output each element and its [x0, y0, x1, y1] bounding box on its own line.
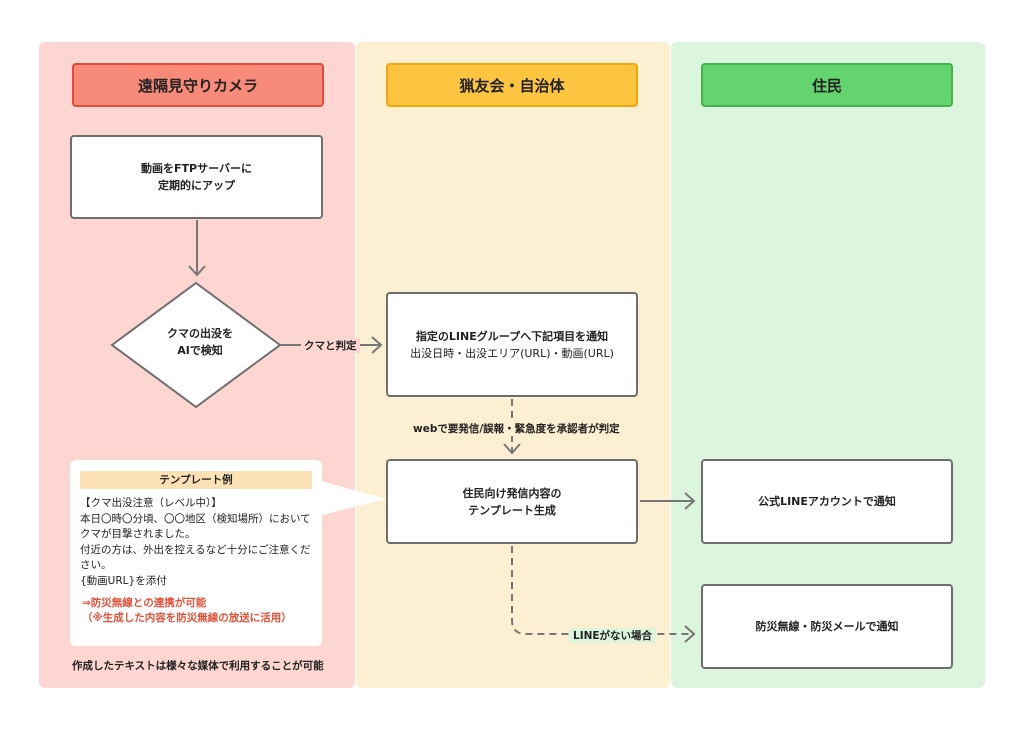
- template-note-line2: （※生成した内容を防災無線の放送に活用）: [82, 612, 292, 624]
- node-detect-label: クマの出没を AIで検知: [150, 325, 250, 359]
- template-example-body: 【クマ出没注意（レベル中）】 本日〇時〇分頃、〇〇地区（検知場所）において クマ…: [80, 496, 312, 589]
- template-example-callout: テンプレート例 【クマ出没注意（レベル中）】 本日〇時〇分頃、〇〇地区（検知場所…: [70, 460, 322, 646]
- footnote: 作成したテキストは様々な媒体で利用することが可能: [72, 660, 324, 672]
- lane-title-residents: 住民: [811, 76, 842, 95]
- node-detect-line1: クマの出没を: [167, 327, 233, 340]
- node-bousai: 防災無線・防災メールで通知: [701, 584, 953, 669]
- node-line-account: 公式LINEアカウントで通知: [701, 459, 953, 544]
- edge-label-judge: クマと判定: [301, 338, 360, 353]
- template-line: クマが目撃されました。: [80, 528, 196, 540]
- lane-header-residents: 住民: [701, 63, 953, 107]
- template-line: 【クマ出没注意（レベル中）】: [80, 497, 222, 509]
- node-upload-line1: 動画をFTPサーバーに: [141, 162, 252, 175]
- node-notify: 指定のLINEグループへ下記項目を通知 出没日時・出没エリア(URL)・動画(U…: [386, 292, 638, 397]
- lane-header-camera: 遠隔見守りカメラ: [72, 63, 324, 107]
- node-bousai-label: 防災無線・防災メールで通知: [755, 620, 899, 633]
- lane-title-council: 猟友会・自治体: [459, 76, 565, 95]
- lane-title-camera: 遠隔見守りカメラ: [137, 76, 258, 95]
- template-example-heading: テンプレート例: [80, 471, 312, 489]
- template-example-note: ⇒防災無線との連携が可能 （※生成した内容を防災無線の放送に活用）: [80, 596, 312, 626]
- node-template-line2: テンプレート生成: [468, 503, 556, 517]
- node-line-account-label: 公式LINEアカウントで通知: [758, 495, 896, 508]
- node-notify-line2: 出没日時・出没エリア(URL)・動画(URL): [410, 346, 614, 360]
- node-notify-line1: 指定のLINEグループへ下記項目を通知: [415, 329, 609, 343]
- template-line: さい。: [80, 559, 112, 571]
- lane-residents: [671, 42, 985, 688]
- edge-label-approve: webで要発信/誤報・緊急度を承認者が判定: [410, 421, 623, 436]
- template-line: 付近の方は、外出を控えるなど十分にご注意くだ: [80, 543, 311, 556]
- edge-label-no-line: LINEがない場合: [569, 628, 657, 643]
- lane-header-council: 猟友会・自治体: [386, 63, 638, 107]
- template-note-line1: ⇒防災無線との連携が可能: [82, 597, 207, 609]
- node-upload: 動画をFTPサーバーに 定期的にアップ: [70, 135, 323, 219]
- template-line: 本日〇時〇分頃、〇〇地区（検知場所）において: [80, 512, 311, 525]
- node-upload-line2: 定期的にアップ: [158, 179, 235, 192]
- node-detect-line2: AIで検知: [177, 344, 223, 357]
- node-template: 住民向け発信内容の テンプレート生成: [386, 459, 638, 544]
- node-template-line1: 住民向け発信内容の: [462, 486, 562, 500]
- template-line: {動画URL}を添付: [80, 574, 167, 587]
